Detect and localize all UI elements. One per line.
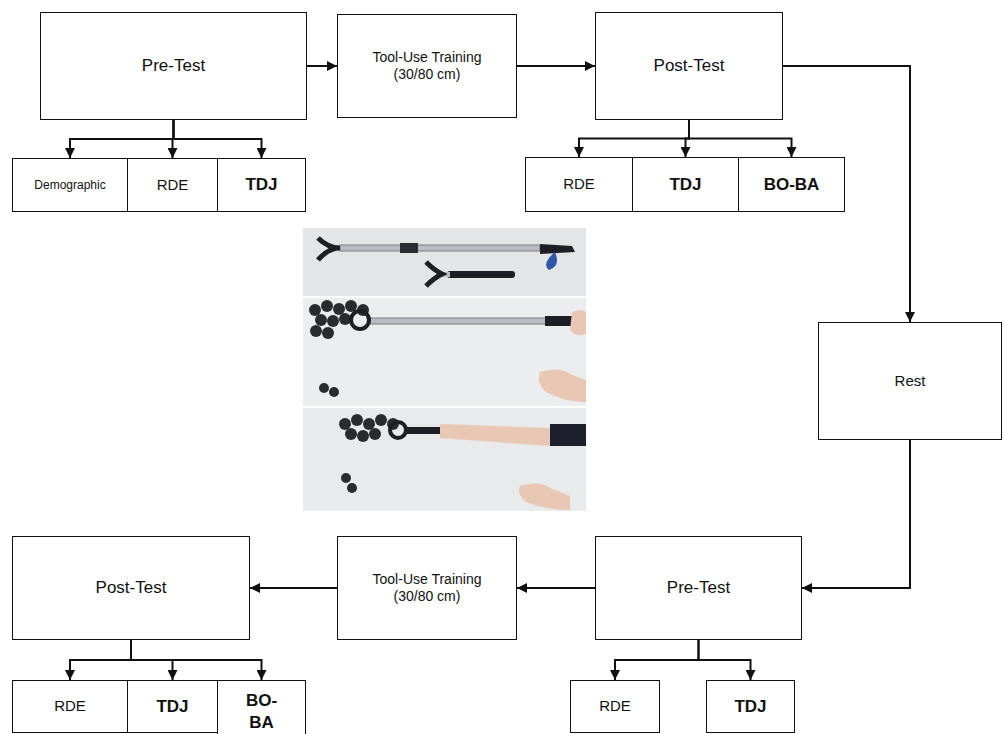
training-box: Tool-Use Training (30/80 cm) bbox=[337, 14, 517, 118]
node-label: TDJ bbox=[669, 174, 701, 195]
sub-measure-box: Demographic bbox=[12, 158, 128, 212]
arm bbox=[440, 424, 586, 446]
node-label: RDE bbox=[54, 697, 86, 716]
node-label: BO-BA bbox=[234, 690, 289, 733]
sleeve bbox=[550, 424, 586, 446]
sub-measure-box: RDE bbox=[525, 157, 633, 212]
stage-box: Pre-Test bbox=[40, 12, 307, 120]
long-reacher-tool bbox=[318, 238, 575, 270]
sub-measure-box: TDJ bbox=[706, 680, 795, 733]
sub-measure-box: RDE bbox=[127, 158, 218, 212]
hand bbox=[519, 483, 570, 510]
hand bbox=[539, 369, 586, 402]
node-label: Pre-Test bbox=[142, 55, 205, 76]
stage-box: Post-Test bbox=[12, 536, 250, 640]
flow-arrow bbox=[699, 640, 751, 680]
node-label: Post-Test bbox=[654, 55, 725, 76]
stage-box: Post-Test bbox=[595, 12, 783, 120]
node-label: TDJ bbox=[734, 696, 766, 717]
flow-arrow bbox=[174, 120, 262, 158]
node-label: RDE bbox=[157, 176, 189, 195]
sub-measure-box: TDJ bbox=[217, 158, 306, 212]
node-label: BO-BA bbox=[764, 174, 820, 195]
flow-arrow bbox=[517, 65, 595, 67]
sub-measure-box: BO-BA bbox=[217, 680, 306, 734]
node-label: Tool-Use Training (30/80 cm) bbox=[354, 49, 500, 84]
flow-arrow bbox=[131, 640, 262, 680]
flow-arrow bbox=[307, 65, 337, 67]
flow-arrow bbox=[579, 120, 689, 157]
flow-arrow bbox=[517, 587, 595, 589]
node-label: RDE bbox=[563, 175, 595, 194]
photo-panel bbox=[303, 228, 586, 296]
hand bbox=[570, 310, 586, 335]
training-box: Tool-Use Training (30/80 cm) bbox=[337, 536, 517, 640]
node-label: Rest bbox=[895, 372, 926, 391]
sub-measure-box: TDJ bbox=[632, 157, 739, 212]
sub-measure-box: TDJ bbox=[127, 680, 218, 733]
sub-measure-box: RDE bbox=[12, 680, 128, 733]
photo-panel bbox=[303, 298, 586, 406]
flow-arrow bbox=[250, 587, 337, 589]
node-label: Post-Test bbox=[96, 577, 167, 598]
photo-panel bbox=[303, 408, 586, 511]
node-label: TDJ bbox=[156, 696, 188, 717]
node-label: TDJ bbox=[245, 174, 277, 195]
sub-measure-box: RDE bbox=[570, 680, 660, 733]
flow-arrow bbox=[70, 640, 131, 680]
long-tool-in-use bbox=[351, 311, 585, 329]
flow-arrow bbox=[70, 120, 174, 158]
node-label: Demographic bbox=[34, 178, 105, 193]
disc-pile bbox=[309, 300, 369, 397]
rest-box: Rest bbox=[818, 322, 1002, 440]
node-label: Tool-Use Training (30/80 cm) bbox=[354, 571, 500, 606]
flow-arrow bbox=[802, 440, 910, 588]
short-tool-in-use bbox=[390, 422, 446, 438]
flow-arrow bbox=[689, 120, 792, 157]
flow-arrow bbox=[615, 640, 699, 680]
node-label: RDE bbox=[599, 697, 631, 716]
short-reacher-tool bbox=[426, 262, 515, 286]
stage-box: Pre-Test bbox=[595, 536, 802, 640]
sub-measure-box: BO-BA bbox=[738, 157, 845, 212]
node-label: Pre-Test bbox=[667, 577, 730, 598]
